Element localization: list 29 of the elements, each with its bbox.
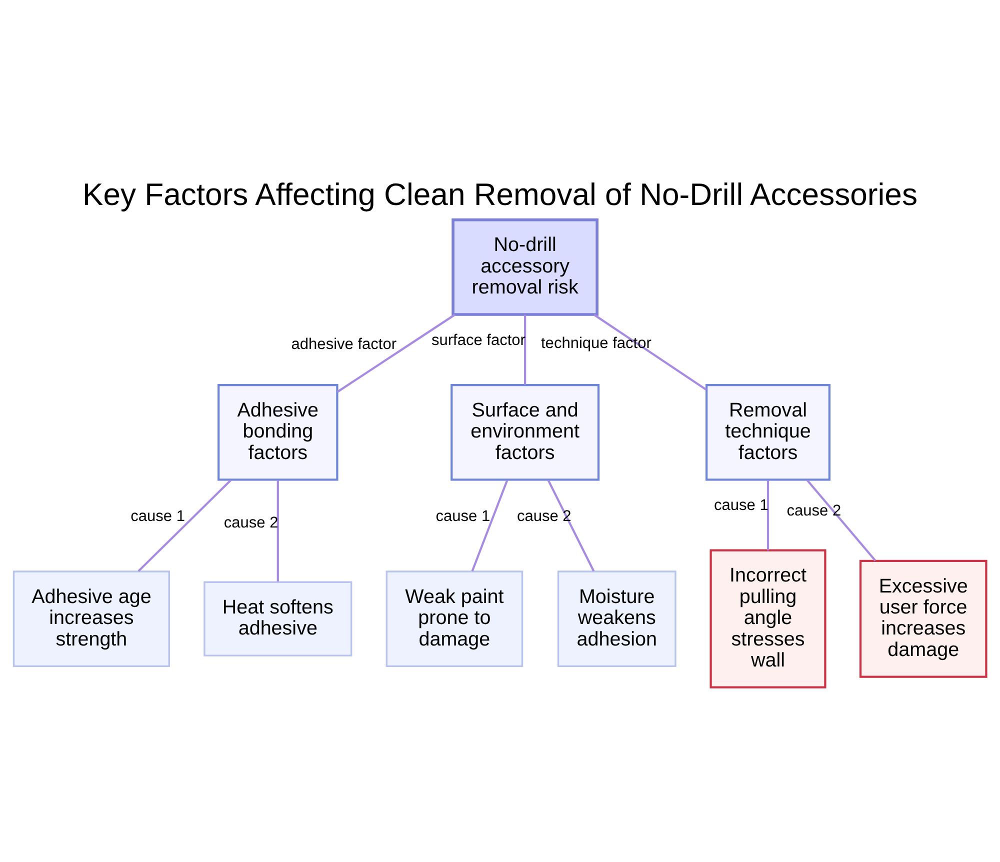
edge-label: cause 1 [714, 496, 768, 514]
connector [766, 480, 770, 550]
connector [138, 479, 232, 572]
edge-label: cause 2 [516, 508, 572, 526]
edge-label: surface factor [431, 332, 526, 350]
connector [276, 480, 279, 582]
node-box: Weak paint prone to damage [386, 570, 524, 668]
edge-label: cause 1 [436, 508, 490, 526]
connector [471, 480, 508, 572]
edge-label: technique factor [541, 334, 652, 352]
edge-label: adhesive factor [291, 336, 397, 354]
connector [524, 314, 526, 385]
edge-label: cause 2 [786, 502, 842, 520]
edge-label: cause 1 [130, 508, 186, 526]
node-box: Surface and environment factors [450, 384, 600, 481]
node-box: Heat softens adhesive [204, 581, 352, 656]
connector [806, 479, 876, 562]
connector [336, 314, 456, 393]
node-box: Incorrect pulling angle stresses wall [710, 549, 826, 688]
node-box: Adhesive bonding factors [218, 384, 338, 481]
node-box: Moisture weakens adhesion [557, 570, 676, 668]
connector [547, 480, 595, 572]
node-box: No-drill accessory removal risk [452, 218, 599, 316]
diagram-title: Key Factors Affecting Clean Removal of No-Drill Accessories [82, 177, 918, 212]
edge-label: cause 2 [224, 514, 278, 532]
node-box: Removal technique factors [706, 384, 830, 481]
node-box: Adhesive age increases strength [12, 570, 170, 668]
connector [593, 314, 707, 391]
node-box: Excessive user force increases damage [859, 560, 988, 678]
